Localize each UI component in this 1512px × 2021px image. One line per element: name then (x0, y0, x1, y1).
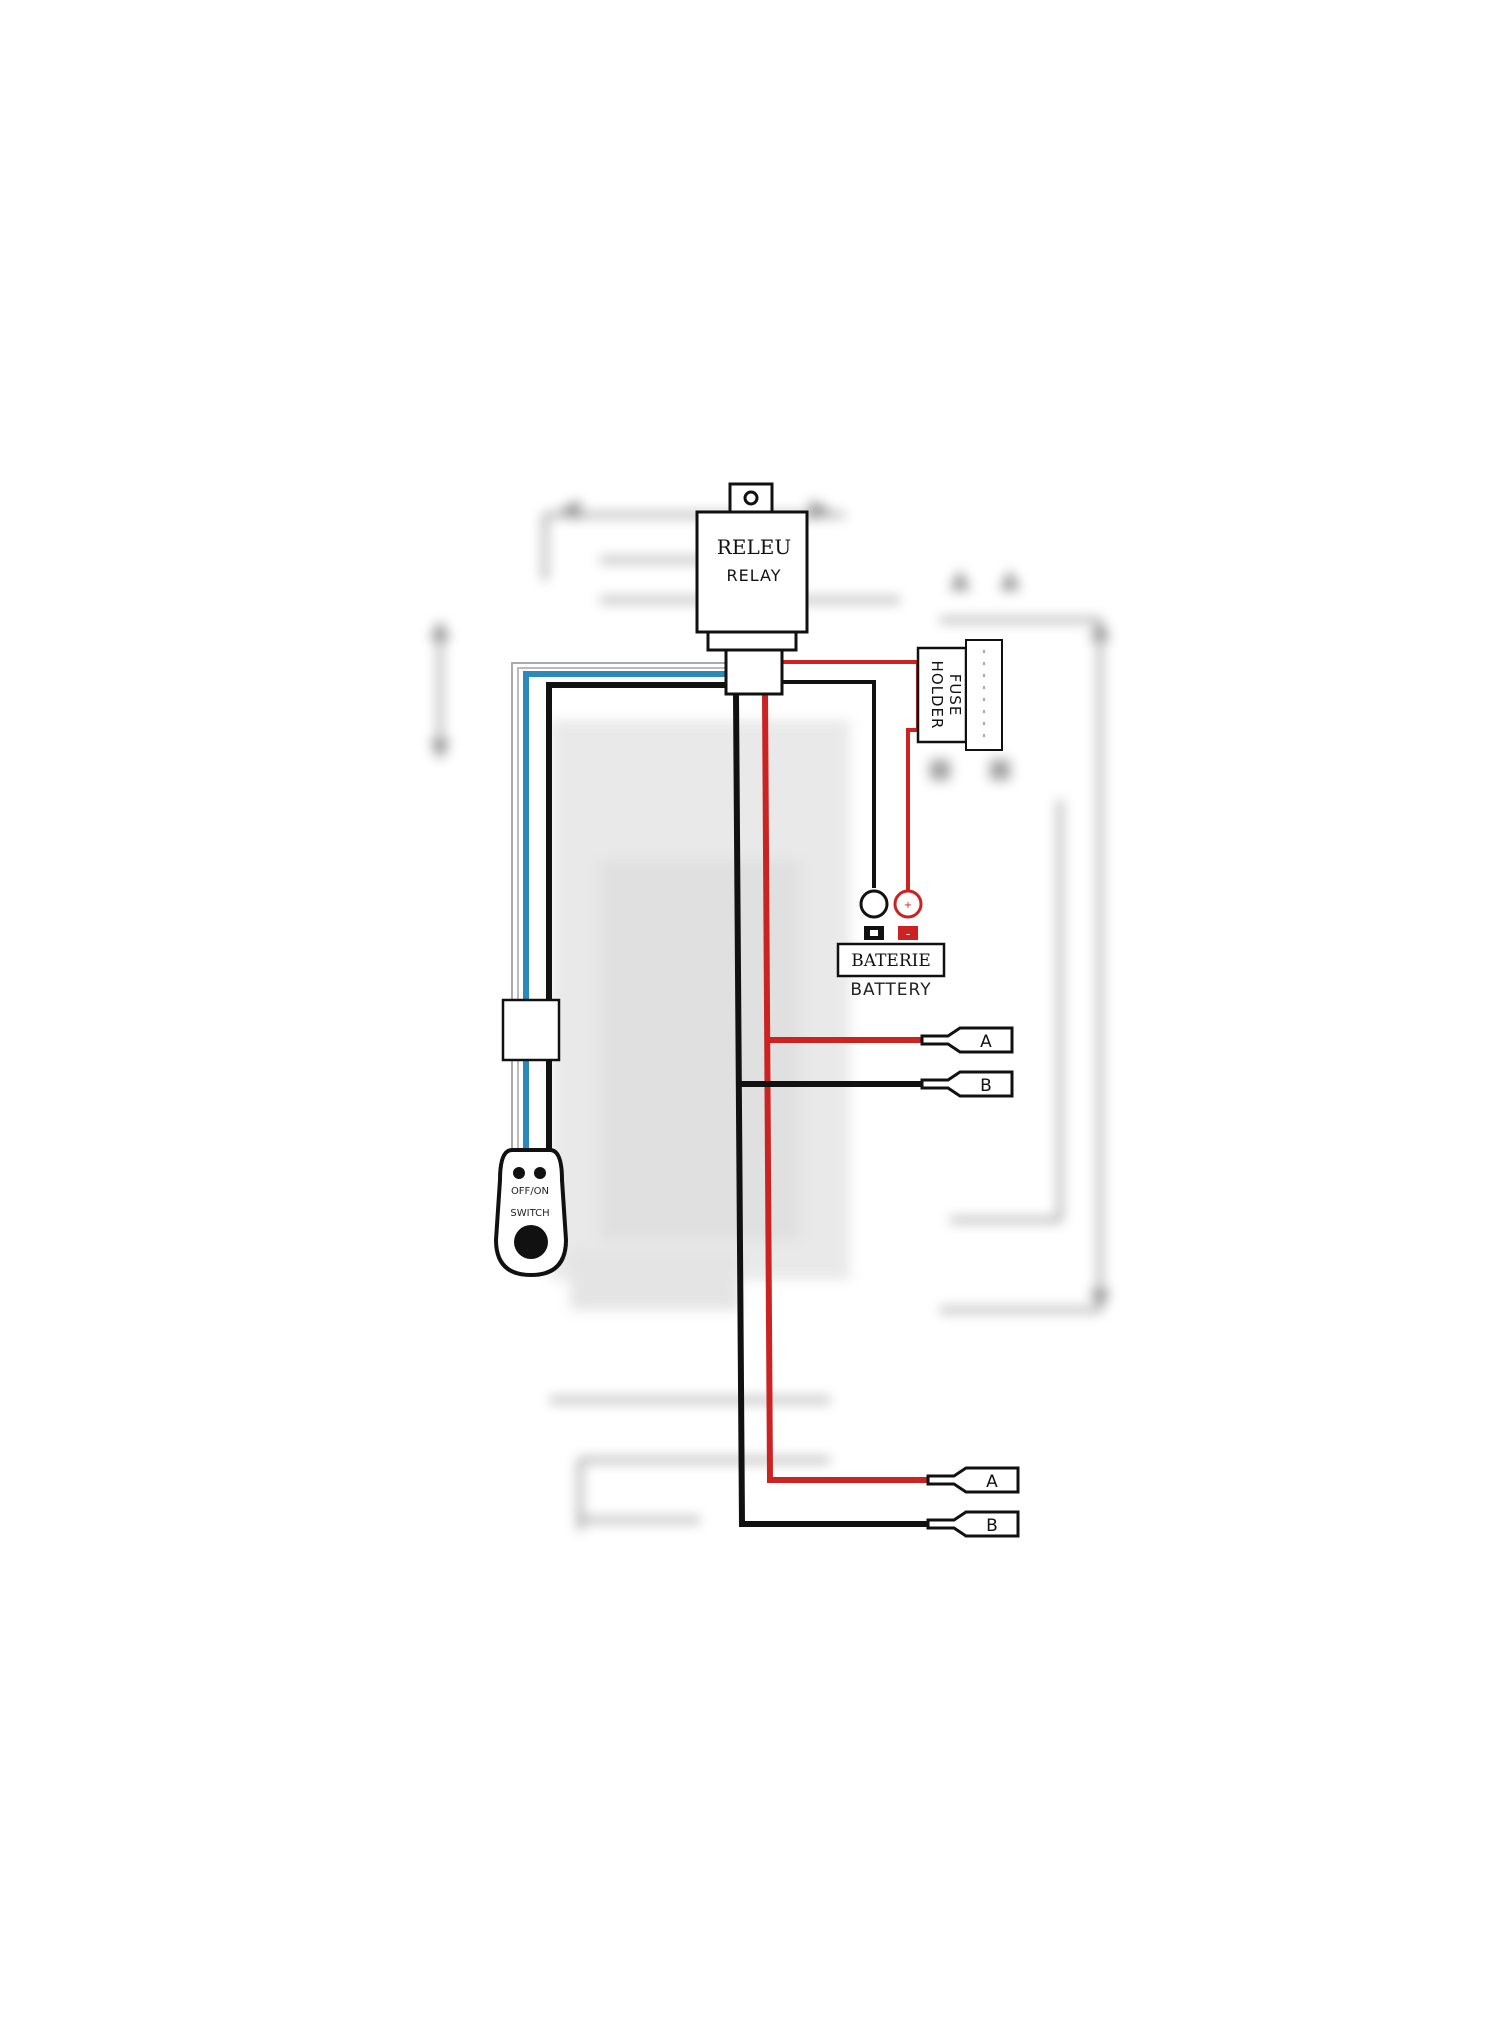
connector-label: B (980, 1076, 992, 1096)
battery-label-secondary: BATTERY (850, 980, 931, 1000)
relay-label-primary: RELEU (717, 535, 791, 559)
fuse-holder: FUSE HOLDER (916, 639, 1003, 751)
relay-connector (724, 648, 784, 696)
switch-indicator-left (513, 1167, 525, 1179)
relay-base (706, 630, 798, 652)
battery-negative-ring (859, 889, 889, 919)
relay-mount-hole (743, 490, 759, 506)
switch-label-line1: OFF/ON (511, 1186, 549, 1197)
relay-label-secondary: RELAY (727, 566, 782, 585)
battery-body (836, 942, 946, 978)
connector-upper-a: A (920, 1026, 1014, 1054)
switch-label-line2: SWITCH (510, 1208, 549, 1219)
switch-button[interactable] (514, 1225, 548, 1259)
off-on-switch: OFF/ON SWITCH (493, 1148, 569, 1278)
fuse-holder-body (916, 646, 968, 744)
battery-label-primary: BATERIE (851, 951, 931, 971)
switch-body (493, 1148, 569, 1278)
connector-lower-b: B (926, 1510, 1020, 1538)
blue-wire (523, 671, 726, 1150)
switch-black-wire (546, 682, 726, 1150)
connector-upper-b: B (920, 1070, 1014, 1098)
connector-label: B (986, 1516, 998, 1536)
battery-positive-ring-mark: + (904, 900, 912, 911)
switch-indicator-right (534, 1167, 546, 1179)
fuse-holder-label-line1: FUSE (946, 674, 964, 717)
battery-negative-mark: - (906, 927, 910, 941)
battery-positive-terminal (898, 926, 918, 940)
connector-label: A (986, 1472, 998, 1492)
black-wires (733, 680, 930, 1527)
battery-black-wire (782, 680, 876, 888)
connector-label: A (980, 1032, 992, 1052)
battery: + - BATERIE BATTERY (836, 889, 946, 1000)
main-red-wire (762, 694, 930, 1483)
relay-body (695, 510, 809, 634)
relay: RELEU RELAY (695, 482, 809, 696)
fuse-holder-cap (965, 639, 1003, 751)
battery-positive-ring (893, 889, 923, 919)
switch-wires (511, 662, 726, 1150)
connector-lower-a: A (926, 1466, 1020, 1494)
main-black-wire (733, 694, 930, 1527)
switch-wire-connector (501, 998, 561, 1062)
fuse-holder-label-line2: HOLDER (928, 661, 946, 730)
